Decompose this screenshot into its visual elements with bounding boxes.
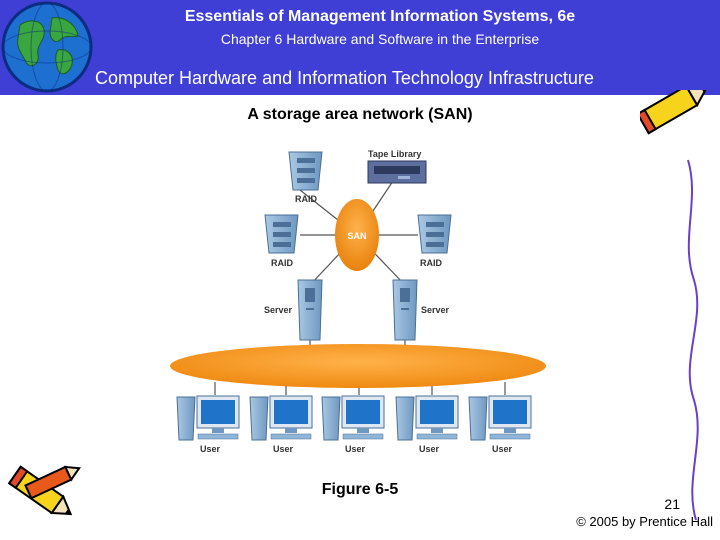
server-left-label: Server bbox=[264, 305, 293, 315]
user-label-2: User bbox=[273, 444, 294, 454]
header-subtitle: Chapter 6 Hardware and Software in the E… bbox=[220, 31, 540, 47]
globe-icon bbox=[1, 1, 93, 93]
server-right bbox=[392, 279, 418, 341]
topic-title: Computer Hardware and Information Techno… bbox=[95, 68, 594, 88]
user-workstation-1 bbox=[176, 395, 240, 441]
user-workstation-5 bbox=[468, 395, 532, 441]
raid-right bbox=[417, 214, 452, 254]
figure-label: Figure 6-5 bbox=[321, 481, 399, 498]
raid-top bbox=[288, 151, 323, 191]
user-workstation-3 bbox=[321, 395, 385, 441]
user-label-3: User bbox=[345, 444, 366, 454]
raid-right-label: RAID bbox=[420, 258, 442, 268]
diagram-title: A storage area network (SAN) bbox=[247, 106, 473, 123]
copyright-text: © 2005 by Prentice Hall bbox=[576, 514, 713, 529]
user-label-5: User bbox=[492, 444, 513, 454]
tape-library-label: Tape Library bbox=[368, 149, 421, 159]
san-hub bbox=[335, 199, 379, 271]
server-left bbox=[297, 279, 323, 341]
raid-left bbox=[264, 214, 299, 254]
raid-top-label: RAID bbox=[295, 194, 317, 204]
user-workstation-4 bbox=[395, 395, 459, 441]
raid-left-label: RAID bbox=[271, 258, 293, 268]
topic-bar bbox=[0, 64, 720, 95]
header-title: Essentials of Management Information Sys… bbox=[184, 8, 576, 25]
server-right-label: Server bbox=[421, 305, 450, 315]
page-number: 21 bbox=[664, 496, 680, 512]
pencil-icon bbox=[640, 90, 709, 521]
san-hub-label: SAN bbox=[347, 231, 366, 241]
lan-network bbox=[170, 344, 546, 388]
user-workstation-2 bbox=[249, 395, 313, 441]
user-label-4: User bbox=[419, 444, 440, 454]
user-label-1: User bbox=[200, 444, 221, 454]
pencil-icon bbox=[7, 465, 81, 516]
tape-library bbox=[367, 160, 427, 184]
